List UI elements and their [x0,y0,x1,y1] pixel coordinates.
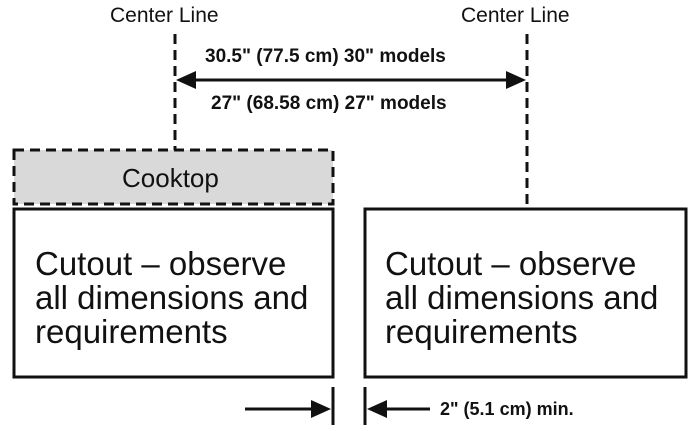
cutout-right-line-3: requirements [385,313,578,350]
cutout-right-line-1: Cutout – observe [385,245,637,282]
cutout-box-right [363,207,688,379]
dimension-arrowhead-left [176,71,196,89]
cutout-left-text: Cutout – observe all dimensions and requ… [35,247,308,349]
dimension-27-label: 27" (68.58 cm) 27" models [211,93,447,114]
center-line-left-label: Center Line [110,4,219,27]
cutout-left-line-3: requirements [35,313,228,350]
center-line-right-label: Center Line [461,4,570,27]
gap-minimum-label: 2" (5.1 cm) min. [440,399,574,419]
cutout-left-line-2: all dimensions and [35,279,309,316]
cutout-right-line-2: all dimensions and [385,279,659,316]
gap-arrowhead-right [367,400,387,418]
dimension-30-label: 30.5" (77.5 cm) 30" models [205,46,446,67]
cutout-right-text: Cutout – observe all dimensions and requ… [385,247,658,349]
cutout-left-line-1: Cutout – observe [35,245,287,282]
dimension-arrowhead-right [506,71,526,89]
cooktop-box [12,148,335,206]
cooktop-label: Cooktop [122,163,219,193]
gap-arrowhead-left [311,400,331,418]
cutout-box-left [12,207,335,379]
